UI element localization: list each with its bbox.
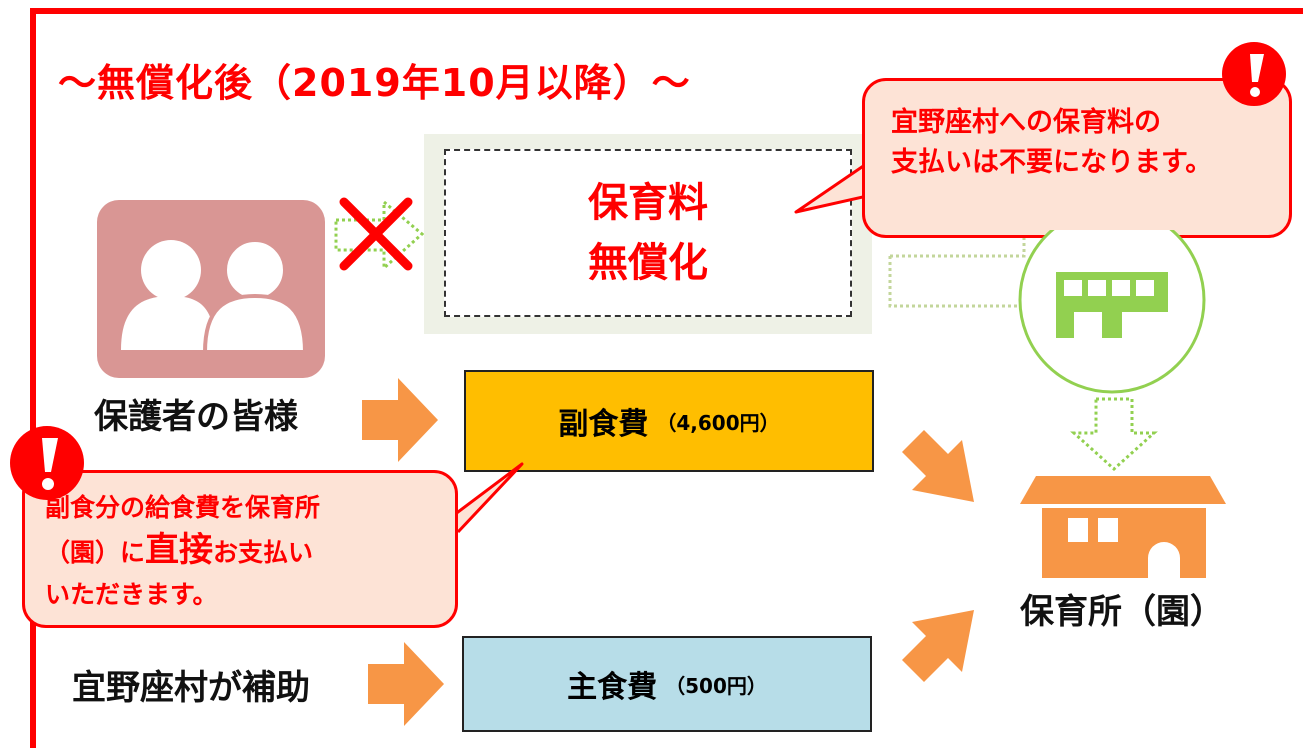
arrow-to-staple-icon [368,642,444,726]
side-dish-fee-box: 副食費 （4,600円） [464,370,874,472]
speech-left-line2-prefix: （園）に [45,538,146,567]
speech-bubble-top: 宜野座村への保育料の 支払いは不要になります。 [862,78,1292,238]
free-childcare-line1: 保育料 [588,180,708,226]
exclamation-icon [1222,42,1286,106]
staple-fee-label: 主食費 [567,670,658,705]
diagram-frame [30,8,1303,748]
arrow-down-right-icon [902,430,974,502]
arrow-to-side-dish-icon [362,378,438,462]
speech-left-line1: 副食分の給食費を保育所 [45,493,321,522]
exclamation-icon [10,426,84,500]
speech-top-line2: 支払いは不要になります。 [891,147,1213,178]
speech-bubble-left: 副食分の給食費を保育所 （園）に直接お支払い いただきます。 [22,470,458,628]
nursery-label: 保育所（園） [1020,592,1224,632]
village-office-icon [888,230,1206,394]
speech-top-line1: 宜野座村への保育料の [891,107,1161,138]
speech-left-line3: いただきます。 [45,580,218,609]
staple-fee-box: 主食費 （500円） [462,636,872,732]
speech-left-line2: （園）に直接お支払い [45,529,455,574]
down-arrow-dotted [1070,397,1158,472]
free-childcare-line2: 無償化 [588,240,708,286]
side-dish-fee-label: 副食費 [558,407,649,442]
staple-fee-amount: （500円） [665,673,767,698]
guardian-icon [97,200,325,378]
diagram-title: ～無償化後（2019年10月以降）～ [58,61,691,105]
side-dish-fee-amount: （4,600円） [656,410,780,435]
speech-left-emphasis: 直接 [145,530,214,570]
arrow-up-right-icon [902,610,974,682]
speech-left-line2-suffix: お支払い [213,538,314,567]
free-childcare-box: 保育料 無償化 [444,149,852,317]
village-subsidy-label: 宜野座村が補助 [72,668,310,708]
cross-icon [334,197,425,272]
guardians-label: 保護者の皆様 [94,397,298,437]
nursery-building-icon [1020,476,1226,578]
